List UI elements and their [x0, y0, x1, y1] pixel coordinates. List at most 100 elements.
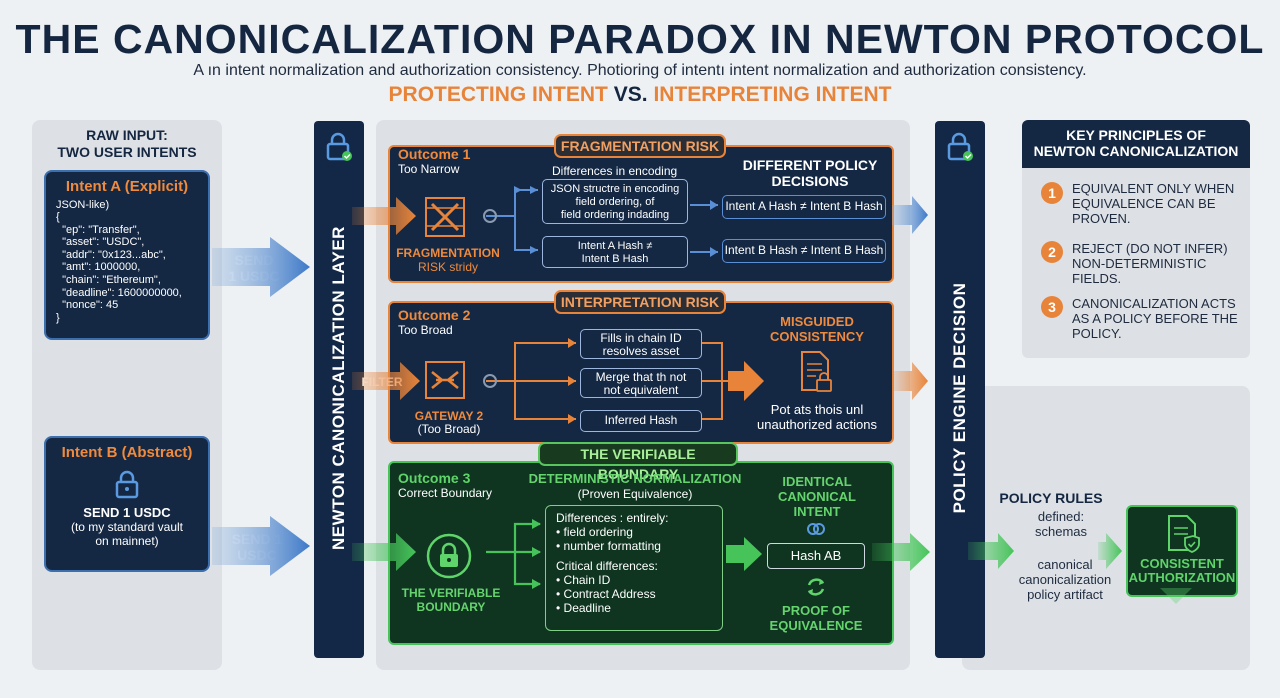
- lock-check-icon: [947, 132, 973, 161]
- outcome2-merge-box: Merge that th not not equivalent: [580, 368, 702, 398]
- tagline-right: INTERPRETING INTENT: [653, 83, 892, 106]
- outcome2-box1-line2: resolves asset: [602, 344, 680, 358]
- bullet-icon: •: [556, 525, 564, 539]
- intent-b-line2: (to my standard vault: [70, 520, 184, 534]
- principle-1-line3: PROVEN.: [1072, 211, 1131, 226]
- outcome3-hash: Hash AB: [767, 543, 865, 569]
- principle-3-text: CANONICALIZATION ACTS AS A POLICY BEFORE…: [1072, 296, 1244, 341]
- bullet-icon: •: [556, 539, 564, 553]
- principle-3-line3: POLICY.: [1072, 326, 1122, 341]
- broken-gate-icon: [425, 197, 465, 237]
- outcome1-hash-result-2: Intent B Hash ≠ Intent B Hash: [722, 239, 886, 263]
- outcome1-icon-label: FRAGMENTATION RISK stridy: [392, 246, 504, 274]
- intent-a-card: Intent A (Explicit) JSON-like) { "ep": "…: [44, 170, 210, 340]
- outcome2-chain-box: Fills in chain ID resolves asset: [580, 329, 702, 359]
- json-line: }: [56, 311, 60, 324]
- send-arrow-b-line2: USDC: [237, 547, 277, 563]
- policy-engine-label: POLICY ENGINE DECISION: [950, 282, 969, 514]
- principle-1-text: EQUIVALENT ONLY WHEN EQUIVALENCE CAN BE …: [1072, 181, 1244, 226]
- outcome2-result-desc2: unauthorized actions: [757, 417, 877, 432]
- intent-b-line1: SEND 1 USDC: [83, 505, 171, 520]
- refresh-icon: [807, 578, 825, 596]
- consistent-authorization-line2: AUTHORIZATION: [1128, 570, 1236, 585]
- principle-2-line2: NON-DETERMINISTIC: [1072, 256, 1207, 271]
- outcome2-icon-label-line2: (Too Broad): [417, 422, 481, 436]
- principle-3-line2: AS A POLICY BEFORE THE: [1072, 311, 1238, 326]
- canonicalization-layer-label: NEWTON CANONICALIZATION LAYER: [329, 226, 348, 550]
- outcome2-pill: INTERPRETATION RISK: [554, 290, 726, 314]
- intent-a-json: { "ep": "Transfer", "asset": "USDC", "ad…: [56, 211, 198, 324]
- send-arrow-a-label: SEND 1 USDC: [224, 252, 284, 284]
- json-line: {: [56, 211, 60, 223]
- bullet-text: Chain ID: [563, 573, 611, 587]
- outcome3-title: Outcome 3: [398, 470, 471, 486]
- outcome2-icon-label-line1: GATEWAY 2: [414, 409, 484, 423]
- outcome1-hash-box: Intent A Hash ≠ Intent B Hash: [542, 236, 688, 268]
- json-line: "addr": "0x123...abc",: [56, 248, 166, 261]
- outcome1-box1-line2: field ordering, of: [575, 196, 655, 208]
- send-arrow-a-line1: SEND: [234, 252, 274, 268]
- policy-rules-line3: canonical: [1037, 557, 1093, 572]
- json-line: "nonce": 45: [56, 299, 119, 312]
- outcome3-icon-label-line1: THE VERIFIABLE: [401, 586, 501, 600]
- policy-rules-line1: defined:: [1037, 509, 1085, 524]
- outcome3-critical-title: Critical differences:: [556, 559, 658, 573]
- principle-3-number: 3: [1041, 296, 1063, 318]
- principle-1-line1: EQUIVALENT ONLY WHEN: [1072, 181, 1235, 196]
- principle-2-text: REJECT (DO NOT INFER) NON-DETERMINISTIC …: [1072, 241, 1244, 286]
- policy-rules-text: defined: schemas: [1006, 509, 1116, 539]
- outcome3-identical-line1: IDENTICAL: [782, 474, 852, 489]
- outcome1-title: Outcome 1: [398, 146, 471, 162]
- lock-check-icon: [326, 132, 352, 161]
- outcome2-icon-label: GATEWAY 2 (Too Broad): [394, 410, 504, 436]
- outcome2-box2-line2: not equivalent: [603, 383, 679, 397]
- bullet-icon: •: [556, 573, 564, 587]
- json-line: "chain": "Ethereum",: [56, 273, 161, 286]
- intent-b-title: Intent B (Abstract): [61, 444, 193, 461]
- outcome3-identical-heading: IDENTICAL CANONICAL INTENT: [762, 474, 872, 519]
- principle-2-line1: REJECT (DO NOT INFER): [1072, 241, 1228, 256]
- outcome3-proof-label: PROOF OF EQUIVALENCE: [760, 603, 872, 633]
- outcome1-hash-result-1: Intent A Hash ≠ Intent B Hash: [722, 195, 886, 219]
- outcome3-heading-sub: (Proven Equivalence): [577, 487, 693, 501]
- outcome1-subtitle: Too Narrow: [398, 162, 460, 176]
- shield-lock-icon: [426, 533, 472, 579]
- consistent-authorization-label: CONSISTENT AUTHORIZATION: [1126, 557, 1238, 585]
- send-arrow-b-label: SEND 1 USDC: [224, 531, 290, 563]
- outcome3-pill: THE VERIFIABLE BOUNDARY: [538, 442, 738, 482]
- outcome2-result-line1: MISGUIDED: [780, 314, 854, 329]
- outcome1-decision-line1: DIFFERENT POLICY: [742, 157, 878, 173]
- bullet-text: number formatting: [563, 539, 661, 553]
- raw-input-heading-line1: RAW INPUT:: [86, 127, 168, 143]
- tagline: PROTECTING INTENT VS. INTERPRETING INTEN…: [0, 83, 1280, 107]
- outcome1-decision-line2: DECISIONS: [771, 173, 849, 189]
- tagline-left: PROTECTING INTENT: [388, 83, 608, 106]
- page-subtitle: A ın intent normalization and authorizat…: [193, 62, 1087, 79]
- bullet-item: • Contract Address: [556, 587, 712, 601]
- intent-b-line3: on mainnet): [95, 534, 159, 548]
- raw-input-heading: RAW INPUT: TWO USER INTENTS: [32, 127, 222, 161]
- policy-rules-artifact: canonical canonicalization policy artifa…: [1006, 557, 1124, 602]
- key-principles-heading: KEY PRINCIPLES OF NEWTON CANONICALIZATIO…: [1022, 120, 1250, 168]
- outcome3-critical-items: • Chain ID• Contract Address• Deadline: [556, 573, 712, 615]
- json-line: "asset": "USDC",: [56, 236, 145, 249]
- outcome3-diff-items: • field ordering• number formatting: [556, 525, 712, 553]
- intent-b-card: Intent B (Abstract) SEND 1 USDC (to my s…: [44, 436, 210, 572]
- intent-a-title: Intent A (Explicit): [65, 178, 189, 195]
- outcome3-heading: DETERMINISTIC NORMALIZATION: [528, 471, 742, 486]
- outcome1-diff-label: Differences in encoding: [552, 164, 678, 178]
- bullet-text: Deadline: [563, 601, 611, 615]
- outcome2-inferred-box: Inferred Hash: [580, 410, 702, 432]
- page-title: THE CANONICALIZATION PARADOX IN NEWTON P…: [15, 16, 1265, 62]
- principle-2-number: 2: [1041, 241, 1063, 263]
- outcome3-icon-label: THE VERIFIABLE BOUNDARY: [392, 586, 510, 614]
- outcome3-proof-line1: PROOF OF: [782, 603, 850, 618]
- outcome3-proof-line2: EQUIVALENCE: [769, 618, 863, 633]
- policy-rules-title: POLICY RULES: [999, 490, 1103, 506]
- bullet-icon: •: [556, 587, 564, 601]
- principle-1-number: 1: [1041, 182, 1063, 204]
- outcome1-decision-heading: DIFFERENT POLICY DECISIONS: [722, 157, 898, 189]
- json-line: "amt": 1000000,: [56, 261, 141, 274]
- outcome3-identical-line3: INTENT: [793, 504, 841, 519]
- principle-2-line3: FIELDS.: [1072, 271, 1122, 286]
